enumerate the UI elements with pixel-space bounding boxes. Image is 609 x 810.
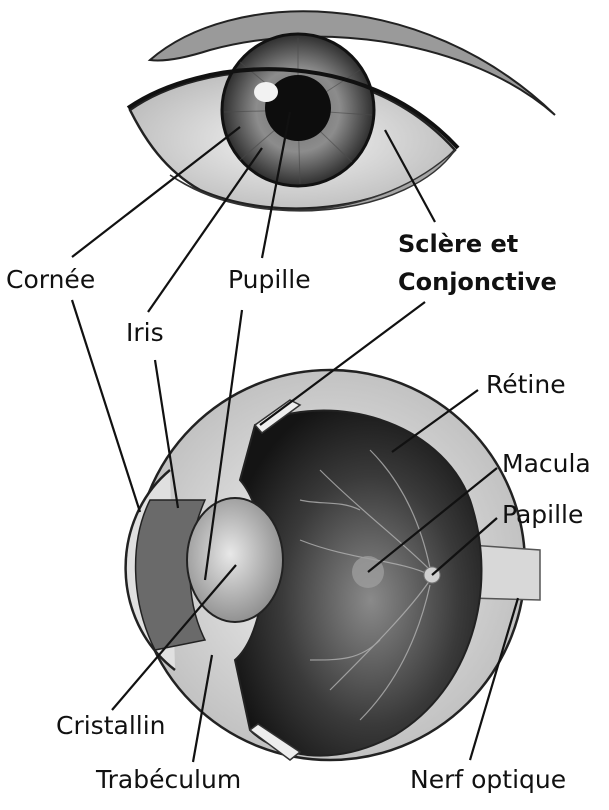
label-sclere-line1: Sclère et <box>398 232 518 256</box>
label-pupille: Pupille <box>228 267 311 292</box>
label-trabeculum: Trabéculum <box>96 767 241 792</box>
eye-cross-section <box>126 370 540 760</box>
label-macula: Macula <box>502 451 591 476</box>
label-retine: Rétine <box>486 372 566 397</box>
label-iris: Iris <box>126 320 164 345</box>
label-nerf-optique: Nerf optique <box>410 767 566 792</box>
crystalline-lens <box>187 498 283 622</box>
label-cristallin: Cristallin <box>56 713 166 738</box>
label-papille: Papille <box>502 502 583 527</box>
label-sclere-line2: Conjonctive <box>398 270 557 294</box>
label-cornee: Cornée <box>6 267 95 292</box>
external-eye <box>128 11 555 211</box>
eye-highlight <box>254 82 278 102</box>
pupil <box>265 75 331 141</box>
